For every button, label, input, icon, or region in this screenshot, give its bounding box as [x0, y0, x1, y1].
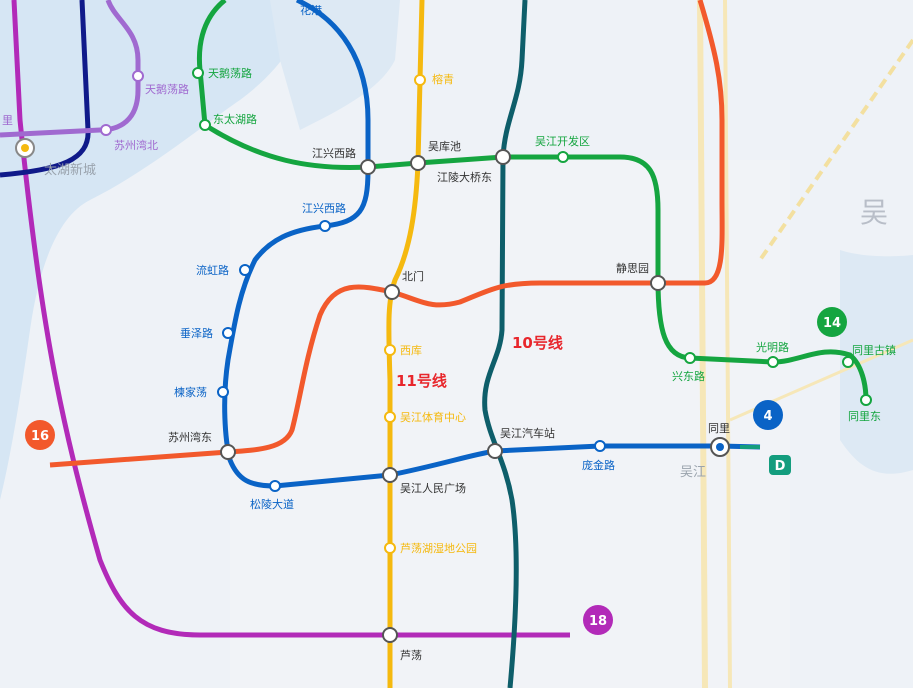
line-18: [11, 0, 570, 638]
label-suzhouwanbei: 苏州湾北: [114, 138, 158, 152]
badge-d[interactable]: [769, 455, 791, 475]
label-kaifaqu: 吴江开发区: [535, 134, 590, 148]
road-2: [723, 0, 732, 688]
label-taihuxincheng: 太湖新城: [44, 162, 96, 178]
label-xixie: 西库: [400, 344, 422, 357]
label-huagang: 花港: [300, 4, 322, 17]
badge-d-text: D: [775, 459, 786, 474]
label-dengze: 垂泽路: [180, 327, 213, 340]
label-tonglidong: 同里东: [848, 410, 881, 423]
label-guangming: 光明路: [756, 340, 789, 354]
label-wujiang: 吴江: [680, 465, 706, 480]
label-ludang: 芦荡: [400, 649, 422, 662]
station-jiangling-node[interactable]: [495, 149, 511, 165]
badge-18[interactable]: [583, 605, 613, 635]
station-taihu-purple-1[interactable]: [132, 70, 144, 82]
station-qichezhan-node[interactable]: [487, 443, 503, 459]
station-dongtaihu-node[interactable]: [199, 119, 211, 131]
station-songling-node[interactable]: [269, 480, 281, 492]
line-16: [49, 0, 725, 468]
badge-14[interactable]: [817, 307, 847, 337]
station-pangjin-node[interactable]: [594, 440, 606, 452]
label-dongtaihu: 东太湖路: [213, 113, 257, 126]
station-tongli-inner: [716, 443, 724, 451]
label-jiangxing-xi: 江兴西路: [302, 202, 346, 215]
badge-16-text: 16: [31, 429, 49, 444]
station-jiangxingxi-node[interactable]: [360, 159, 376, 175]
station-suzhouwanbei-node[interactable]: [100, 124, 112, 136]
station-tiyu-node[interactable]: [384, 411, 396, 423]
station-tonglidong-node[interactable]: [860, 394, 872, 406]
label-beimen: 北门: [402, 269, 424, 283]
label-jingsiyuan: 静思园: [616, 261, 649, 275]
label-wukuchi: 吴库池: [428, 140, 461, 153]
station-liuhong-node[interactable]: [239, 264, 251, 276]
label-jiangling: 江陵大桥东: [437, 170, 492, 184]
station-tongliguzhen-node[interactable]: [842, 356, 854, 368]
label-liuhong: 流虹路: [196, 263, 229, 277]
label-renmin: 吴江人民广场: [400, 481, 466, 495]
label-jiangxingxi: 江兴西路: [312, 147, 356, 160]
line-10: [482, 0, 528, 688]
label-tianeodang-purple: 天鹅荡路: [145, 82, 189, 96]
badge-14-text: 14: [823, 316, 841, 331]
station-suzhouwandong-node[interactable]: [220, 444, 236, 460]
line-navy: [0, 0, 91, 178]
station-xingdong-node[interactable]: [684, 352, 696, 364]
station-labels: 花港 天鹅荡路 天鹅荡路 东太湖路 苏州湾北 太湖新城 里 榕青 江兴西路 吴库…: [2, 4, 896, 662]
district-wu-label: 吴: [860, 196, 888, 229]
station-guangming-node[interactable]: [767, 356, 779, 368]
badge-18-text: 18: [589, 614, 607, 629]
station-kaifaqu-node[interactable]: [557, 151, 569, 163]
line11-label: 11号线: [396, 372, 447, 390]
label-liuxu: 榕青: [432, 72, 454, 86]
label-luwei: 芦荡湖湿地公园: [400, 542, 477, 555]
line-taihu: [0, 0, 141, 138]
label-li: 里: [2, 114, 13, 127]
station-jiangxing-xi-node[interactable]: [319, 220, 331, 232]
taihu-water: [0, 0, 310, 500]
line-11: [386, 0, 425, 688]
label-suzhouwandong: 苏州湾东: [168, 430, 212, 444]
label-xingdong: 兴东路: [672, 370, 705, 383]
badge-16[interactable]: [25, 420, 55, 450]
road-1: [697, 0, 708, 688]
interchange-stations: [15, 138, 730, 643]
station-ludang-node[interactable]: [382, 627, 398, 643]
station-tianeodang-node[interactable]: [192, 67, 204, 79]
station-beimen-node[interactable]: [384, 284, 400, 300]
road-3: [758, 38, 913, 262]
label-qichezhan: 吴江汽车站: [500, 426, 555, 440]
station-wukuchi-node[interactable]: [410, 155, 426, 171]
station-xixie-node[interactable]: [384, 344, 396, 356]
badge-4-text: 4: [763, 409, 772, 424]
water-east: [840, 250, 913, 474]
land-center: [230, 160, 790, 688]
label-jiangjiadang: 楝家荡: [174, 385, 207, 399]
label-tongli: 同里: [708, 422, 730, 435]
station-renmin-node[interactable]: [382, 467, 398, 483]
station-luwei-node[interactable]: [384, 542, 396, 554]
station-liuxu-node[interactable]: [414, 74, 426, 86]
line-badges: 16 18 4 14 D: [25, 307, 847, 635]
station-taihuxincheng-inner: [21, 144, 29, 152]
label-tiyu: 吴江体育中心: [400, 410, 466, 424]
label-songling: 松陵大道: [250, 497, 294, 511]
regular-stations: [100, 67, 872, 554]
station-jingsiyuan-node[interactable]: [650, 275, 666, 291]
badge-4[interactable]: [753, 400, 783, 430]
label-tongliguzhen: 同里古镇: [852, 343, 896, 357]
line10-label: 10号线: [512, 334, 563, 352]
station-jiangjiadang-node[interactable]: [217, 386, 229, 398]
label-pangjin: 庞金路: [582, 458, 615, 472]
label-tianeodang: 天鹅荡路: [208, 66, 252, 80]
water-north-east: [270, 0, 400, 130]
station-dengze-node[interactable]: [222, 327, 234, 339]
